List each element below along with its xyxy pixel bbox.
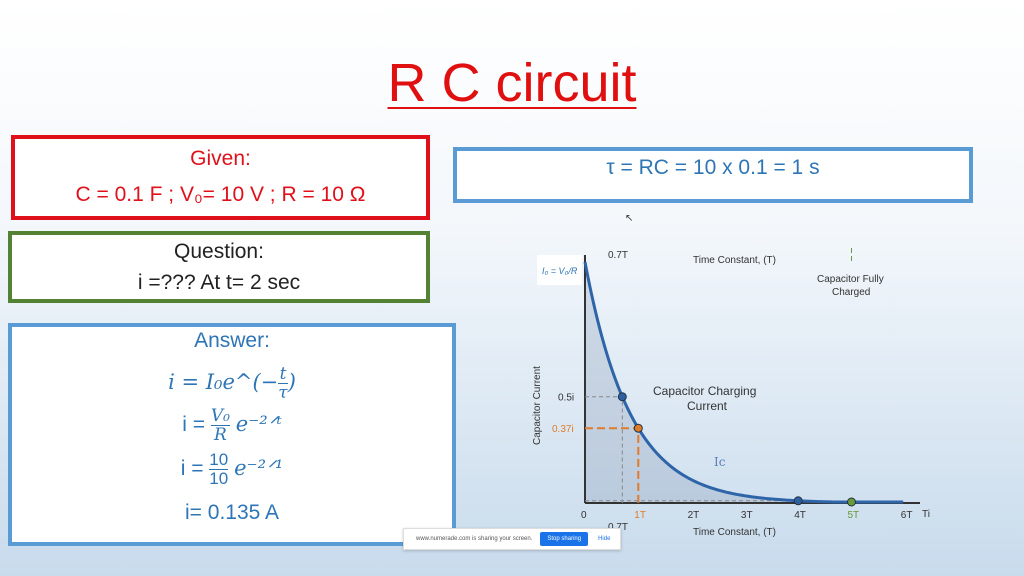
x-tick-label: 1T <box>634 510 646 521</box>
y-tick-label: 0.5i <box>558 393 574 404</box>
stop-sharing-button[interactable]: Stop sharing <box>540 532 589 546</box>
label-07t-top: 0.7T <box>608 250 628 261</box>
share-text: www.numerade.com is sharing your screen. <box>416 536 533 542</box>
annotation-label: Capacitor Charging <box>653 384 756 398</box>
rc-current-chart: Time, t 0 1T 2T 3T 4T 5T 6T 0.5i 0.37i Capacitor C… <box>532 248 930 538</box>
data-point <box>793 496 803 506</box>
i0-box <box>537 255 582 285</box>
hide-button[interactable]: Hide <box>598 536 611 542</box>
tau-equation: τ = RC = 10 x 0.1 = 1 s <box>606 156 820 179</box>
answer-result: i= 0.135 A <box>185 501 279 524</box>
question-heading: Question: <box>174 240 264 263</box>
full-charge-label: Charged <box>832 287 870 298</box>
curve-fill <box>585 262 905 503</box>
answer-heading: Answer: <box>194 329 270 352</box>
data-point <box>633 423 643 433</box>
x-axis-end-label: Time, t <box>922 509 930 520</box>
x-axis-label: Time Constant, (T) <box>693 527 776 538</box>
given-heading: Given: <box>190 147 251 170</box>
i0-label: I₀ = V₀/R <box>542 266 578 276</box>
screen-share-bar: www.numerade.com is sharing your screen.… <box>403 528 621 550</box>
given-values: C = 0.1 F ; V₀= 10 V ; R = 10 Ω <box>75 183 366 206</box>
label-07t-bottom: 0.7T <box>608 522 628 533</box>
data-point <box>617 392 627 402</box>
x-tick-label: 5T <box>848 510 860 521</box>
page-title: R C circuit <box>387 53 637 113</box>
x-tick-label: 4T <box>794 510 806 521</box>
x-tick-label: 6T <box>901 510 913 521</box>
y-axis-label: Capacitor Current <box>532 366 543 445</box>
mouse-cursor-icon: ↖ <box>625 213 634 224</box>
x-tick-label: 3T <box>741 510 753 521</box>
full-charge-label: Capacitor Fully <box>817 274 884 285</box>
annotation-label: Current <box>687 399 728 413</box>
curve-label: Ic <box>714 455 726 469</box>
given-box: Given: C = 0.1 F ; V₀= 10 V ; R = 10 Ω <box>11 135 430 220</box>
x-tick-label: 2T <box>688 510 700 521</box>
y-tick-label: 0.37i <box>552 424 574 435</box>
x-tick-label: 0 <box>581 510 587 521</box>
time-constant-box: τ = RC = 10 x 0.1 = 1 s <box>453 147 973 203</box>
data-point <box>847 497 856 507</box>
question-box: Question: i =??? At t= 2 sec <box>8 231 430 303</box>
top-axis-label: Time Constant, (T) <box>693 255 776 266</box>
question-text: i =??? At t= 2 sec <box>137 271 301 294</box>
